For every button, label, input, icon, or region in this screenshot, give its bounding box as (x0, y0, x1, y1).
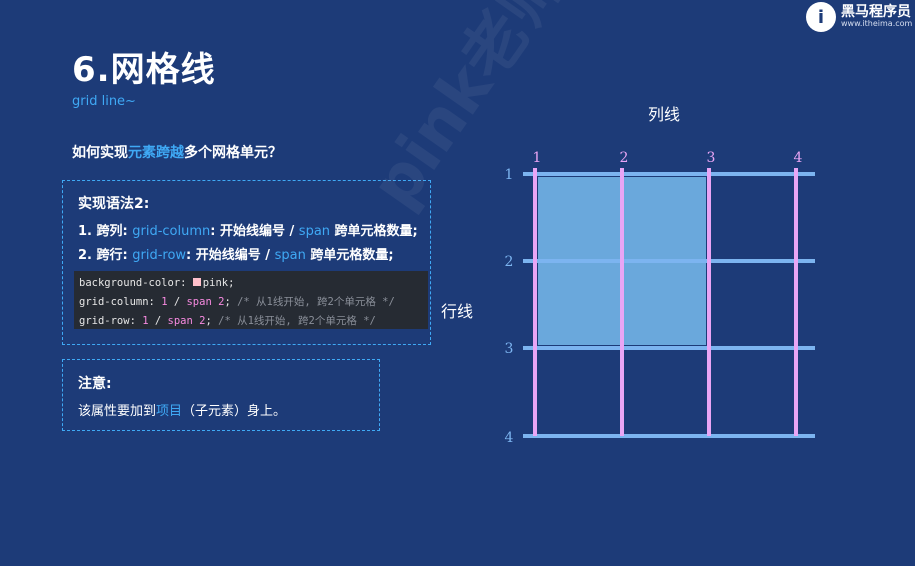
note-text-c: （子元素）身上。 (182, 404, 287, 419)
syntax-line1-c: : 开始线编号 / (210, 224, 299, 239)
logo-url: www.itheima.com (841, 19, 913, 29)
code-end: ; (205, 315, 212, 327)
syntax-line1-a: 1. 跨列: (78, 224, 133, 239)
code-separator: / (167, 296, 187, 308)
syntax-line-row: 2. 跨行: grid-row: 开始线编号 / span 跨单元格数量; (78, 244, 394, 263)
code-line-3: grid-row: 1 / span 2; /* 从1线开始, 跨2个单元格 *… (79, 312, 428, 331)
note-text: 该属性要加到项目（子元素）身上。 (78, 400, 286, 419)
code-prop: grid-column: (79, 296, 162, 308)
note-title: 注意: (78, 376, 112, 392)
syntax-box: 实现语法2: 1. 跨列: grid-column: 开始线编号 / span … (62, 180, 431, 345)
question-text: 如何实现元素跨越多个网格单元？ (72, 142, 282, 162)
syntax-line2-a: 2. 跨行: (78, 248, 133, 263)
row-lines-title: 行线 (441, 302, 474, 321)
row-line-label: 3 (505, 341, 514, 357)
syntax-heading: 实现语法2: (78, 196, 150, 212)
slide-title: 6.网格线 (72, 50, 216, 90)
code-number: 2 (211, 296, 225, 308)
code-separator: / (148, 315, 168, 327)
syntax-line2-keyword: grid-row (132, 248, 187, 263)
syntax-line1-span: span (298, 224, 331, 239)
syntax-line-column: 1. 跨列: grid-column: 开始线编号 / span 跨单元格数量; (78, 220, 418, 239)
question-highlight: 元素跨越 (128, 145, 184, 161)
note-text-a: 该属性要加到 (78, 404, 157, 419)
code-value: pink; (202, 277, 235, 289)
code-prop: background-color: (79, 277, 193, 289)
logo-name: 黑马程序员 (841, 4, 911, 21)
code-comment: /* 从1线开始, 跨2个单元格 */ (230, 296, 395, 308)
code-keyword: span (167, 315, 193, 327)
syntax-line1-keyword: grid-column (132, 224, 211, 239)
code-line-2: grid-column: 1 / span 2; /* 从1线开始, 跨2个单元… (79, 293, 428, 312)
code-number: 2 (192, 315, 206, 327)
code-number: 1 (142, 315, 149, 327)
brand-logo: i 黑马程序员 www.itheima.com (806, 2, 912, 32)
code-block: background-color: pink; grid-column: 1 /… (74, 271, 428, 329)
slide-subtitle: grid line~ (72, 94, 136, 109)
question-post: 多个网格单元？ (184, 145, 282, 161)
column-line-label: 2 (620, 150, 629, 166)
syntax-line1-e: 跨单元格数量; (330, 224, 418, 239)
row-line-label: 2 (505, 254, 514, 270)
question-pre: 如何实现 (72, 145, 128, 161)
code-end: ; (224, 296, 231, 308)
syntax-line2-e: 跨单元格数量; (305, 248, 394, 263)
column-line-label: 1 (533, 150, 542, 166)
row-line-label: 1 (505, 167, 514, 183)
syntax-line2-c: : 开始线编号 / (186, 248, 275, 263)
code-prop: grid-row: (79, 315, 143, 327)
note-box: 注意: 该属性要加到项目（子元素）身上。 (62, 359, 380, 431)
code-keyword: span (186, 296, 212, 308)
row-line-label: 4 (505, 430, 514, 446)
column-line-label: 3 (707, 150, 716, 166)
note-text-highlight: 项目 (156, 404, 183, 419)
code-number: 1 (161, 296, 168, 308)
color-swatch-icon (192, 278, 201, 286)
logo-badge-icon: i (806, 2, 836, 32)
column-line-label: 4 (794, 150, 803, 166)
code-comment: /* 从1线开始, 跨2个单元格 */ (211, 315, 376, 327)
syntax-line2-span: span (274, 248, 306, 263)
code-line-1: background-color: pink; (79, 274, 428, 293)
column-lines-title: 列线 (648, 105, 681, 124)
